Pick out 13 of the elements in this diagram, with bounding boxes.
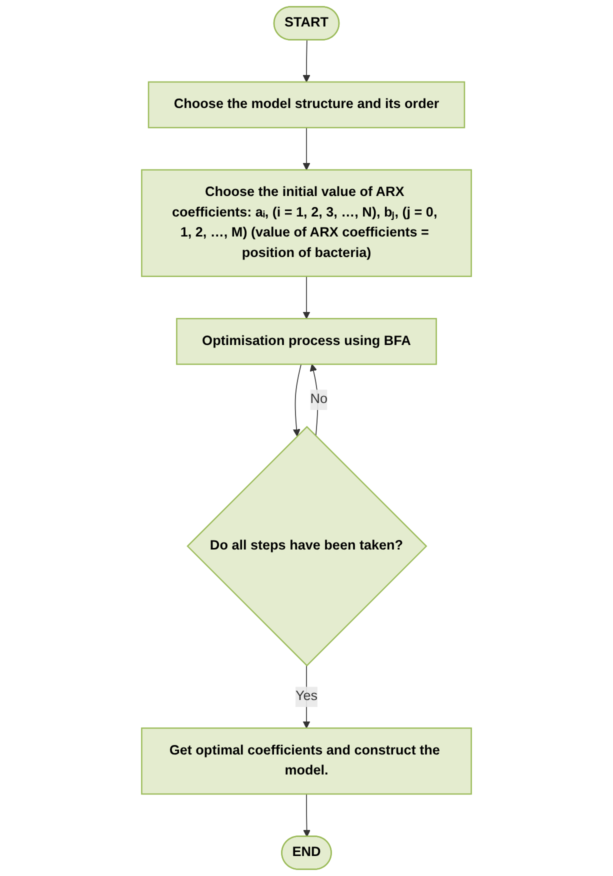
node-box: Choose the model structure and its order [148, 81, 466, 128]
node-box: Get optimal coefficients and construct the model. [141, 727, 472, 795]
node-diamond: Do all steps have been taken? [186, 426, 428, 666]
node-box: Optimisation process using BFA [176, 318, 437, 365]
arrow [302, 276, 310, 319]
node-box: Choose the initial value of ARX coefficients: aᵢ, (i = 1, 2, 3, …, N), bⱼ, (j = 0, 1, 2, …, M) (value of ARX coefficients = position of bacteria) [141, 169, 472, 277]
arrow [292, 364, 302, 436]
arrow [302, 665, 310, 728]
arrow [303, 794, 310, 838]
arrow [302, 40, 310, 82]
arrow [302, 127, 310, 170]
edge-label: No [310, 392, 328, 407]
edge-label: Yes [295, 689, 318, 704]
